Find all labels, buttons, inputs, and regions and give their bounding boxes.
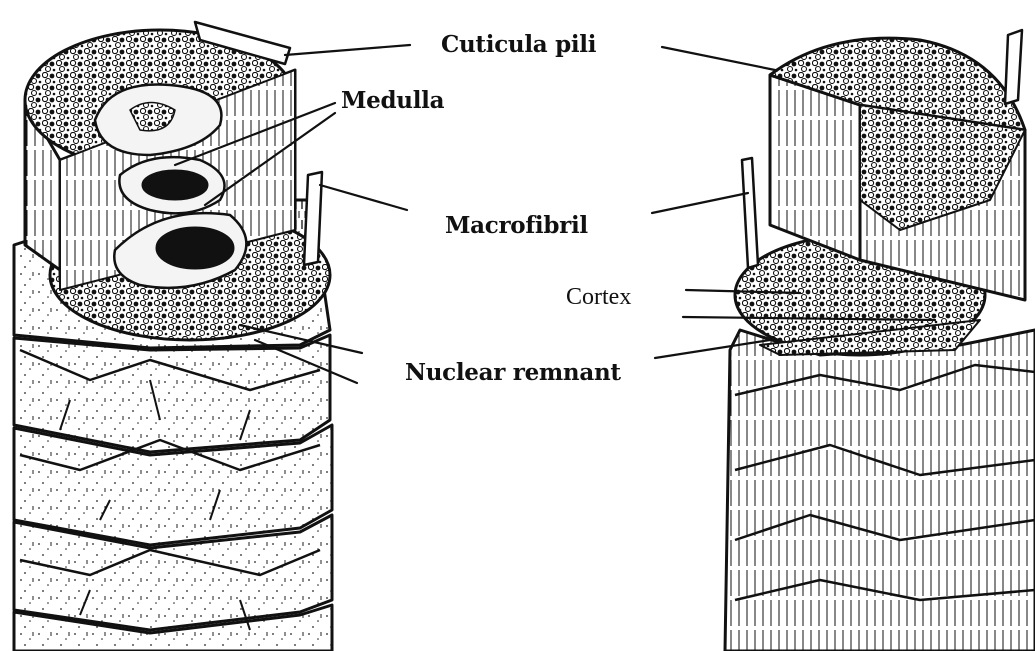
leader-cuticula-left [285, 45, 410, 55]
right-hair-illustration [725, 30, 1035, 651]
label-nuclear-remnant: Nuclear remnant [405, 361, 621, 384]
leader-macrofibril-right [652, 193, 748, 213]
leader-macrofibril-left [320, 185, 407, 210]
leader-cuticula-right [662, 47, 775, 70]
label-medulla: Medulla [341, 89, 444, 112]
label-cuticula-pili: Cuticula pili [441, 33, 596, 56]
label-cortex: Cortex [566, 285, 631, 309]
left-hair-illustration [14, 22, 332, 651]
label-macrofibril: Macrofibril [445, 214, 588, 237]
